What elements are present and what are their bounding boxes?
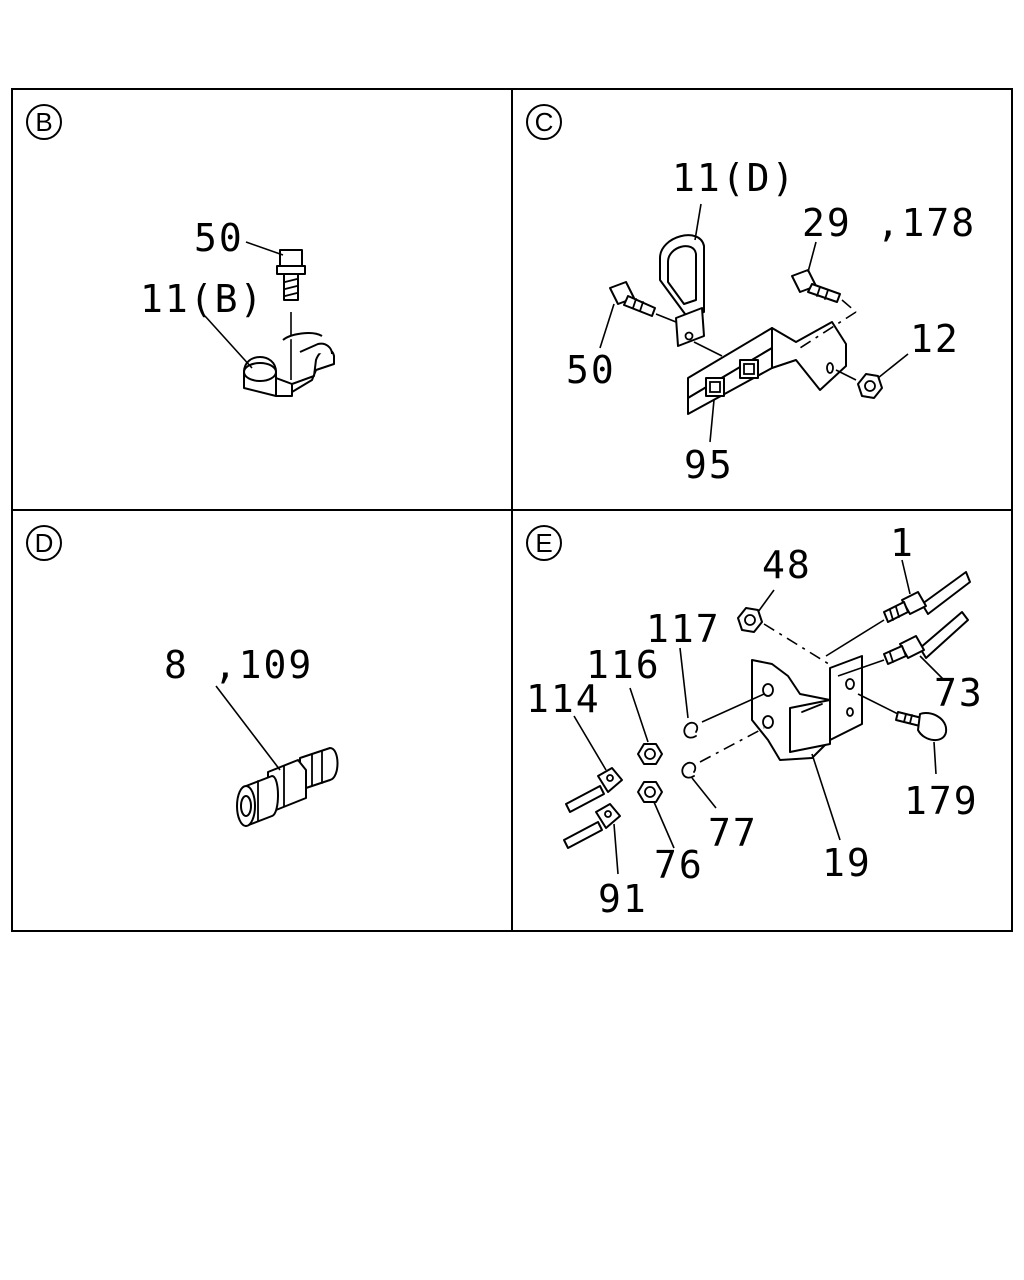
callout-b-50: 50 [194,216,244,260]
panel-c: C [526,104,976,487]
nut-12 [857,373,883,399]
callout-c-95: 95 [684,443,734,487]
panel-d-badge: D [26,525,62,561]
callout-e-114: 114 [526,677,601,721]
panel-c-badge: C [526,104,562,140]
clip-117 [683,721,699,739]
panel-b-badge: B [26,104,62,140]
pin-114 [565,767,623,813]
callout-d-8-109: 8 ,109 [164,643,313,687]
bracket-19 [751,655,863,761]
panel-e-badge: E [526,525,562,561]
callout-c-50: 50 [566,348,616,392]
bolt-179 [895,711,948,741]
panel-c-letter: C [535,107,554,137]
bolt-50-b [276,249,306,301]
panel-d-letter: D [35,528,54,558]
clip-77 [681,761,697,779]
clamp-11b [243,332,335,397]
callout-e-76: 76 [654,843,704,887]
panel-d: D 8 ,109 [26,525,339,827]
callout-e-19: 19 [822,841,872,885]
clip-11d [659,234,705,347]
callout-e-1: 1 [890,521,915,565]
bolt-1 [883,571,971,623]
callout-e-77: 77 [708,811,758,855]
bolt-29-178 [791,269,841,303]
callout-e-91: 91 [598,877,648,921]
pin-91 [563,803,621,849]
callout-e-73: 73 [934,671,984,715]
callout-e-48: 48 [762,543,812,587]
nut-76 [637,781,663,803]
callout-c-12: 12 [910,317,960,361]
callout-e-116: 116 [586,643,661,687]
nut-48 [737,607,763,633]
callout-e-117: 117 [646,607,721,651]
callout-c-29-178: 29 ,178 [802,201,976,245]
bracket-95 [687,321,847,415]
panel-b: B 50 11(B) [26,104,335,397]
callout-e-179: 179 [904,779,979,823]
bolt-50-c [609,281,656,317]
panel-frames [11,88,1013,932]
panel-e-letter: E [535,528,552,558]
panel-e: E [526,521,984,921]
callout-c-11d: 11(D) [672,156,796,200]
panel-b-letter: B [35,107,52,137]
fitting-8-109 [236,747,339,827]
nut-116 [637,743,663,765]
bolt-73 [883,611,969,665]
callout-b-11b: 11(B) [140,277,264,321]
